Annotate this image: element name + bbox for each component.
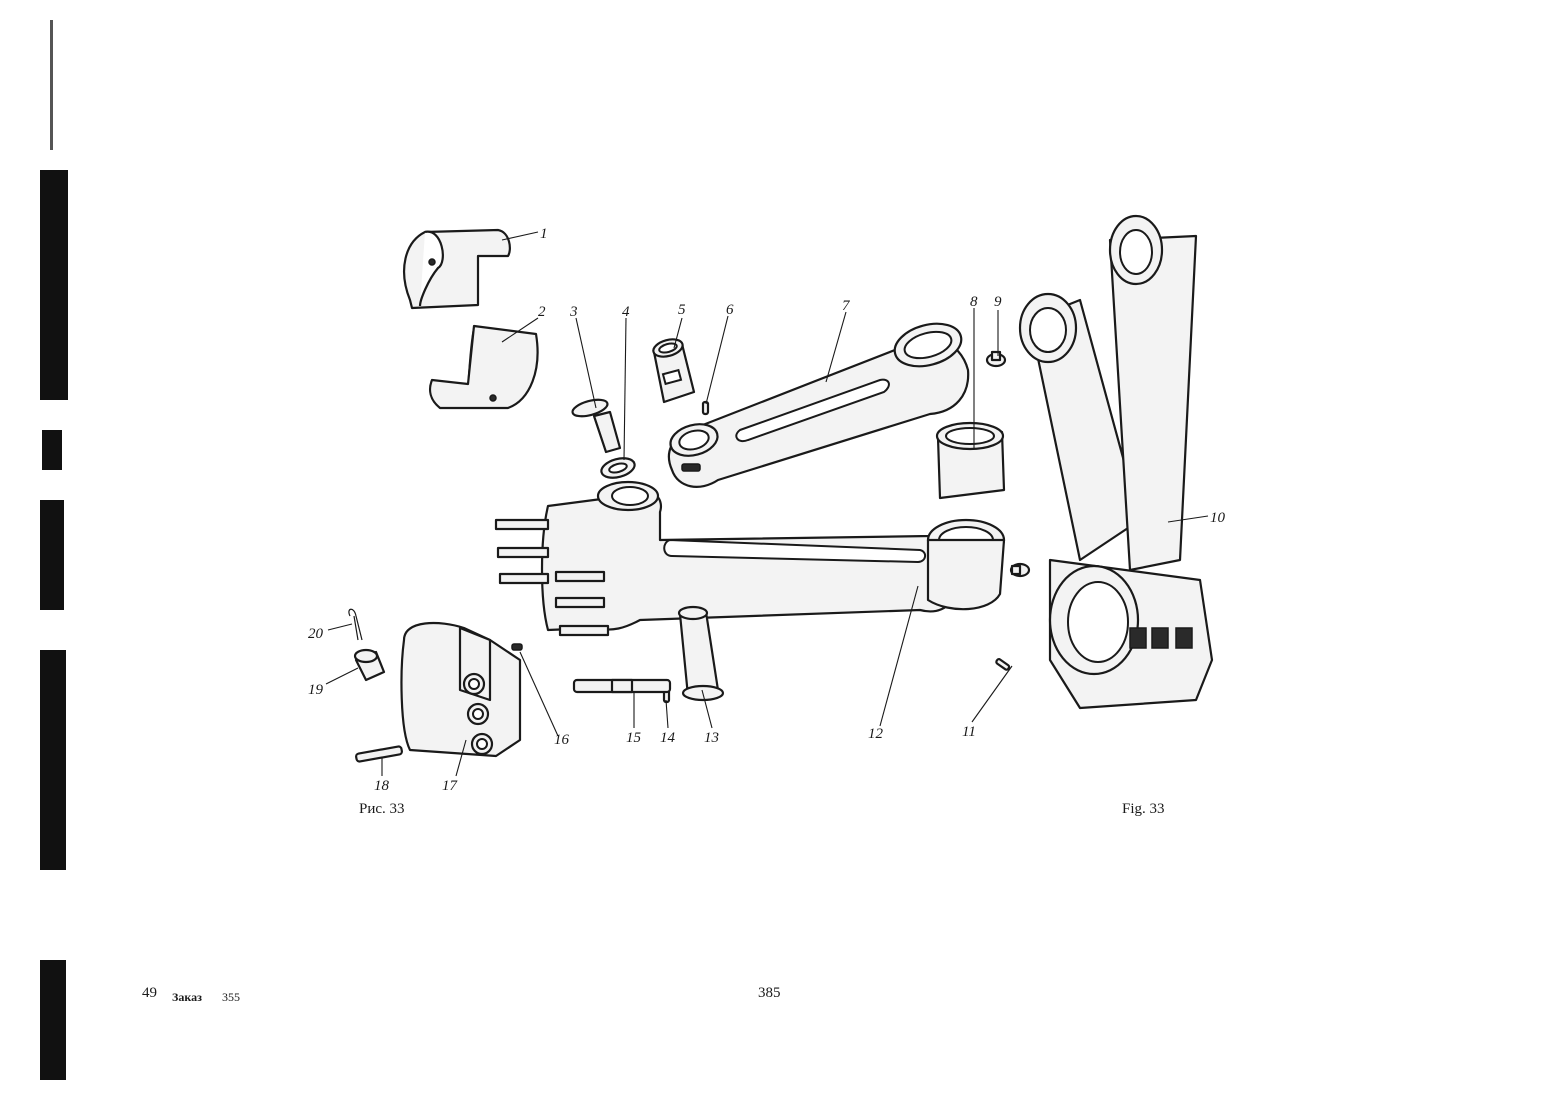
part-label-2: 2 xyxy=(538,304,546,320)
figure-caption-ru: Рис. 33 xyxy=(359,801,405,817)
part-18-pin xyxy=(355,745,403,763)
scan-binding-edge xyxy=(40,500,64,610)
part-4-washer xyxy=(600,457,636,479)
part-label-16: 16 xyxy=(554,732,570,748)
part-label-10: 10 xyxy=(1210,510,1226,526)
part-8-piston-pin-bushing xyxy=(935,421,1006,500)
scan-binding-edge xyxy=(40,960,66,1080)
part-13-knuckle-pin xyxy=(677,605,725,702)
part-label-1: 1 xyxy=(540,226,548,242)
part-16-pin xyxy=(511,643,523,651)
part-20-cotter-pin xyxy=(348,608,363,641)
part-1-bearing-shell-upper xyxy=(403,228,511,310)
part-label-13: 13 xyxy=(704,730,719,746)
part-label-9: 9 xyxy=(994,294,1002,310)
part-12-master-rod xyxy=(494,480,1006,637)
sheet-number: 49 xyxy=(142,985,157,1001)
part-17-bearing-cap xyxy=(400,621,522,758)
part-label-6: 6 xyxy=(726,302,734,318)
part-label-19: 19 xyxy=(308,682,324,698)
part-label-18: 18 xyxy=(374,778,390,794)
part-7-articulated-rod xyxy=(667,322,970,488)
part-label-17: 17 xyxy=(442,778,459,794)
part-label-7: 7 xyxy=(842,298,851,314)
part-15-stud xyxy=(572,678,672,694)
order-number: 355 xyxy=(222,990,240,1004)
part-label-15: 15 xyxy=(626,730,642,746)
part-5-bushing xyxy=(652,338,696,404)
scan-binding-edge xyxy=(40,170,68,400)
part-label-12: 12 xyxy=(868,726,884,742)
part-number-labels: 1 2 3 4 5 6 7 8 9 10 11 12 13 14 15 16 1… xyxy=(308,226,1226,794)
part-19-nut xyxy=(353,648,386,682)
scan-binding-edge xyxy=(40,650,66,870)
part-label-8: 8 xyxy=(970,294,978,310)
part-label-5: 5 xyxy=(678,302,686,318)
part-9-rivet xyxy=(985,350,1007,368)
leader-lines xyxy=(325,231,1209,777)
part-3-bolt xyxy=(571,398,622,454)
part-label-14: 14 xyxy=(660,730,676,746)
part-label-3: 3 xyxy=(569,304,578,320)
part-label-20: 20 xyxy=(308,626,324,642)
page-number: 385 xyxy=(758,985,781,1001)
scan-binding-edge xyxy=(42,430,62,470)
part-11-pin xyxy=(995,658,1011,671)
part-10-assembled-rod xyxy=(1018,214,1214,710)
rivet-icon xyxy=(1009,562,1031,578)
figure-caption-en: Fig. 33 xyxy=(1122,801,1165,817)
part-6-pin xyxy=(701,400,710,416)
part-2-bearing-shell-lower xyxy=(429,324,539,410)
part-label-4: 4 xyxy=(622,304,630,320)
order-label: Заказ xyxy=(172,990,202,1004)
scan-binding-edge xyxy=(50,20,53,150)
part-label-11: 11 xyxy=(962,724,976,740)
